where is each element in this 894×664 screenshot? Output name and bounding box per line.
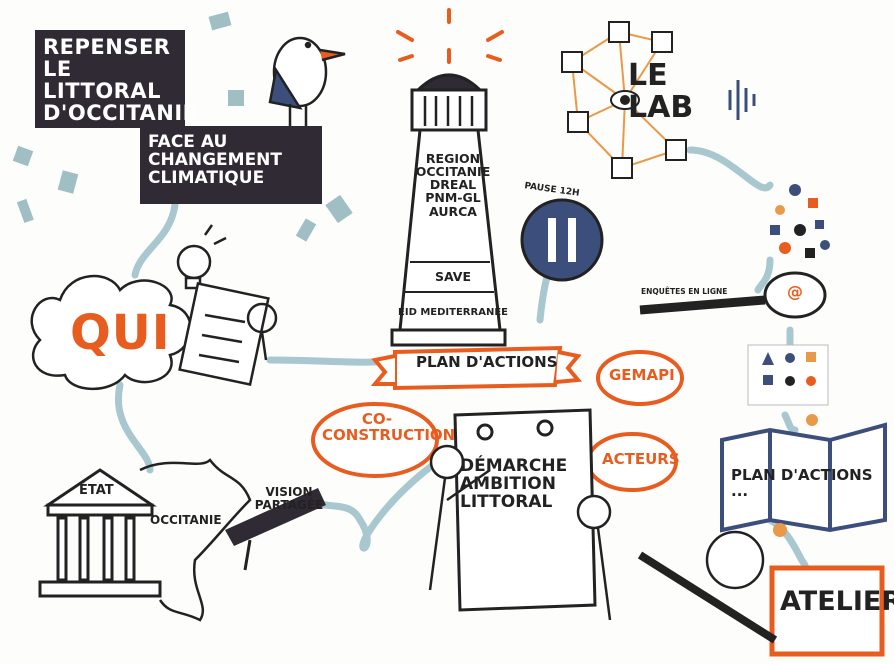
at-symbol: @ xyxy=(787,282,803,301)
vision-partagee-label: VISION PARTAGÉE xyxy=(254,485,324,512)
gear-icon xyxy=(773,414,818,537)
network-nodes xyxy=(561,21,687,179)
lighthouse-eid: EID MEDITERRANÉE xyxy=(398,307,508,318)
plan-board xyxy=(720,422,887,533)
magnifier-icon xyxy=(639,271,827,319)
plan-actions-board-label: PLAN D'ACTIONS ... xyxy=(731,466,873,500)
atelier-label: ATELIER xyxy=(780,586,894,617)
plan-actions-ribbon-label: PLAN D'ACTIONS xyxy=(416,353,558,371)
telescope-icon xyxy=(225,488,326,571)
acteurs-label: ACTEURS xyxy=(602,450,680,468)
lighthouse-icon xyxy=(390,73,507,347)
demarche-label: DÉMARCHE AMBITION LITTORAL xyxy=(460,456,568,512)
lighthouse-beam xyxy=(396,8,504,64)
lighthouse-partners: REGION OCCITANIE DREAL PNM-GL AURCA xyxy=(415,151,491,219)
lighthouse-save: SAVE xyxy=(434,269,472,284)
seagull-icon xyxy=(268,36,346,126)
coconstruction-label: CO- CONSTRUCTION xyxy=(322,410,456,444)
le-lab-label: LE LAB xyxy=(628,58,694,125)
occitanie-map xyxy=(139,458,252,622)
lightbulb-icon xyxy=(176,224,227,290)
gemapi-label: GEMAPI xyxy=(609,366,675,384)
shapes-card xyxy=(747,344,829,406)
atelier-board xyxy=(637,530,885,657)
flipchart xyxy=(453,408,597,612)
checklist-icon xyxy=(178,281,278,387)
title-changement-climatique: FACE AU CHANGEMENT CLIMATIQUE xyxy=(140,126,322,204)
title-repenser-littoral: REPENSER LE LITTORAL D'OCCITANIE xyxy=(35,30,197,128)
speech-bubbles xyxy=(311,350,684,492)
pause-icon xyxy=(520,198,604,282)
shapes-cluster xyxy=(770,184,830,258)
temple-icon xyxy=(38,468,162,598)
ribbon-banner xyxy=(370,345,582,391)
etat-label: ÉTAT xyxy=(79,483,114,498)
sound-wave-icon xyxy=(728,80,756,120)
decor-squares xyxy=(12,11,353,242)
enquetes-label: ENQUÊTES EN LIGNE xyxy=(641,287,728,296)
occitanie-label: OCCITANIE xyxy=(150,513,222,527)
person-right xyxy=(576,494,612,621)
person-left xyxy=(428,444,491,591)
qui-label: QUI xyxy=(70,305,171,361)
